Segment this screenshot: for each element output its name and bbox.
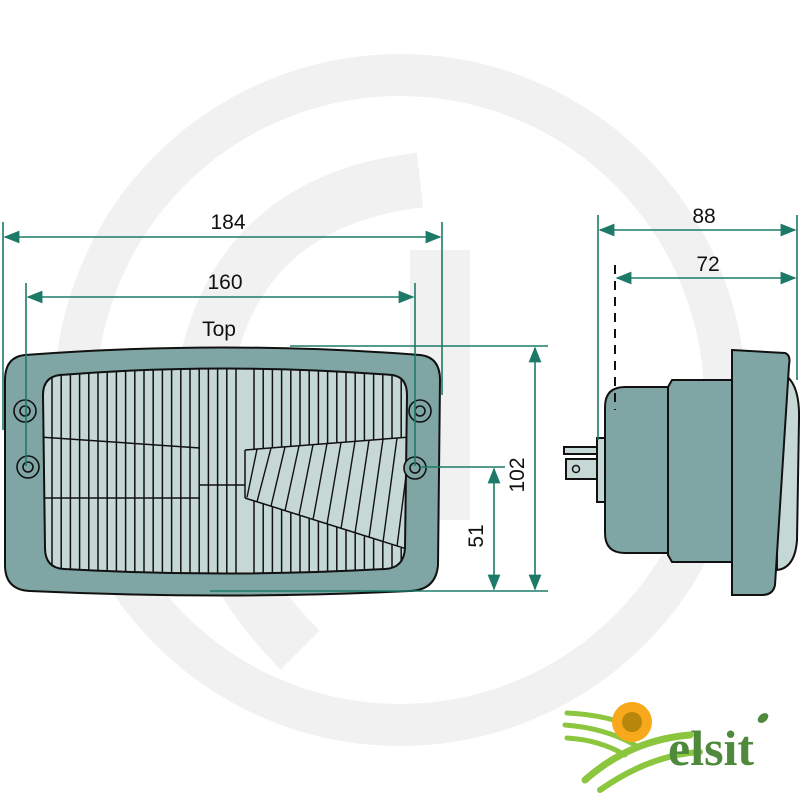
front-flange	[731, 348, 791, 596]
front-dimensions: 184 160 Top 102 51	[2, 211, 548, 592]
mounting-hole	[408, 399, 432, 423]
dim-label-102: 102	[506, 457, 529, 492]
connector-plug	[563, 437, 608, 503]
lens-hatch-line	[256, 447, 272, 503]
logo-swooshes	[562, 710, 703, 793]
mounting-hole	[16, 455, 40, 479]
dim-label-88: 88	[692, 205, 715, 228]
lens-hatch-line	[246, 449, 258, 498]
dim-label-72: 72	[696, 253, 719, 276]
dim-label-184: 184	[210, 211, 245, 234]
lens-hatch-line	[326, 442, 342, 525]
sunflower-icon	[612, 702, 652, 742]
elsit-logo: elsit	[562, 702, 769, 793]
mounting-hole	[13, 399, 37, 423]
side-view	[563, 348, 800, 596]
dim-label-160: 160	[207, 271, 242, 294]
leaf-icon	[757, 713, 769, 723]
middle-housing	[667, 379, 736, 563]
lens-hatch-line	[382, 437, 398, 543]
side-dimensions: 88 72	[597, 205, 798, 440]
lens-hatch-line	[396, 436, 407, 547]
lens-hatch-line	[298, 444, 314, 516]
lens-hatch-line	[284, 445, 300, 511]
front-lens	[41, 367, 409, 575]
logo-text: elsit	[668, 720, 754, 776]
front-view	[4, 346, 442, 597]
lens-hatch-line	[270, 446, 286, 507]
rear-housing	[604, 386, 669, 554]
dim-label-51: 51	[465, 524, 488, 547]
lens-hatch-line	[312, 443, 328, 520]
mounting-hole	[403, 456, 427, 480]
lens-hatch-line	[340, 441, 356, 529]
lens-hatch-line	[354, 440, 370, 534]
top-label: Top	[202, 318, 236, 341]
lens-hatch-line	[368, 439, 384, 538]
